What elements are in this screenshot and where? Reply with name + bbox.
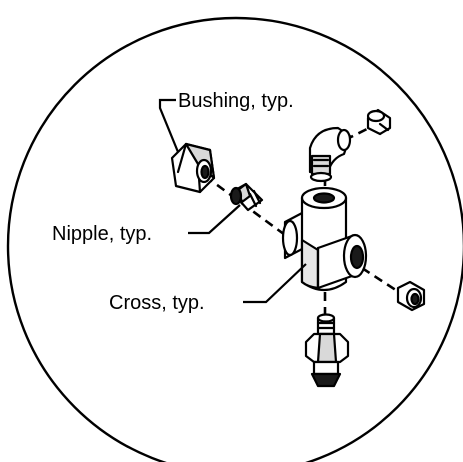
bushing-label: Bushing, typ. bbox=[178, 90, 294, 112]
end-cap bbox=[366, 108, 392, 136]
flare-connector bbox=[304, 313, 350, 388]
bushing-leader-line bbox=[158, 98, 180, 153]
hex-bushing bbox=[170, 142, 216, 194]
pipe-nipple bbox=[229, 182, 264, 212]
nipple-label: Nipple, typ. bbox=[52, 223, 152, 245]
detail-circle bbox=[6, 16, 463, 462]
pipe-cross bbox=[281, 186, 368, 292]
hex-plug bbox=[396, 280, 426, 312]
cross-leader-line bbox=[243, 263, 307, 304]
cross-label: Cross, typ. bbox=[109, 292, 205, 314]
elbow-fitting bbox=[308, 126, 352, 183]
nipple-leader-line bbox=[188, 204, 241, 235]
